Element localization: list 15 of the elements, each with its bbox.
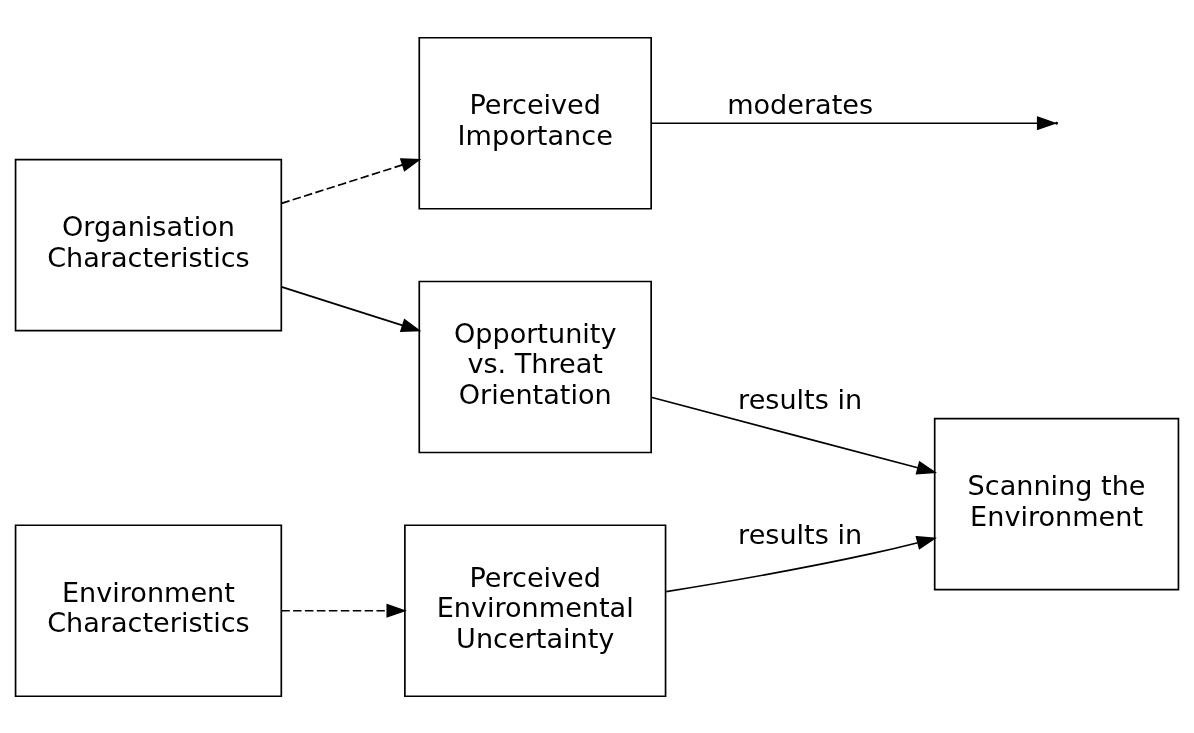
arrow (280, 285, 422, 332)
node-box: Environment Characteristics (14, 523, 283, 697)
arrow (650, 115, 1058, 130)
arrow (650, 395, 938, 475)
arrow (280, 157, 422, 204)
node-box: Perceived Importance (418, 36, 652, 210)
arrow (280, 603, 407, 618)
edge-label: results in (738, 518, 863, 550)
edge-label: moderates (727, 88, 874, 120)
edge-label: results in (738, 383, 863, 415)
node-box: Perceived Environmental Uncertainty (404, 523, 667, 697)
node-box: Scanning the Environment (933, 417, 1180, 590)
node-box: Organisation Characteristics (14, 158, 283, 331)
node-box: Opportunity vs. Threat Orientation (418, 280, 652, 453)
arrow (665, 535, 937, 592)
